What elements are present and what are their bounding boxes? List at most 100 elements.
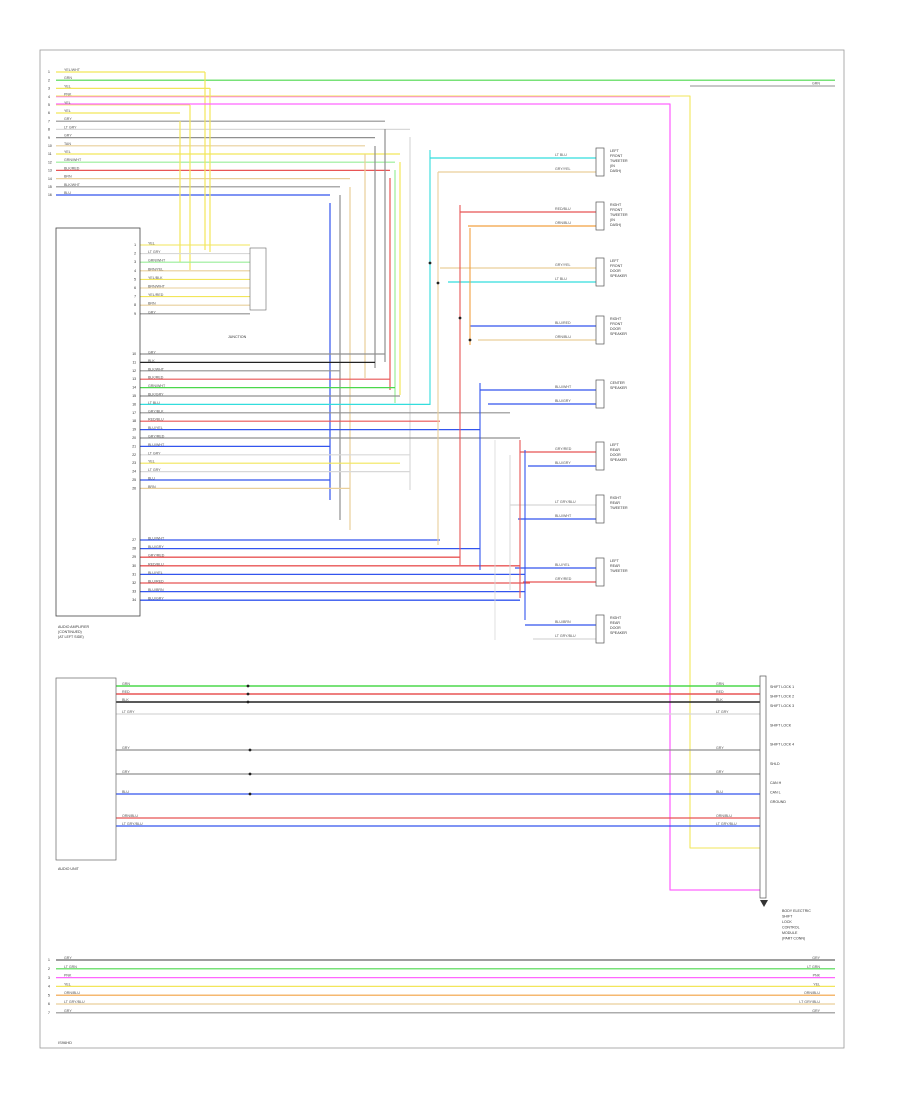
amp-pin-number: 30 — [132, 564, 136, 568]
speaker-connector — [595, 614, 605, 644]
bottom-bus-pin: 5 — [48, 993, 50, 997]
top-bus-pin: 12 — [48, 160, 52, 164]
lower-wire-label-right: RED — [716, 690, 724, 694]
speaker-label: SPEAKER — [610, 274, 627, 278]
bottom-bus-label-left: GRY — [64, 1009, 72, 1013]
splice-dot — [246, 692, 250, 696]
lower-wire-label-left: RED — [122, 690, 130, 694]
amp-wire-label: BLK/RED — [148, 376, 164, 380]
amp-wire-label: LT GRY — [148, 468, 161, 472]
top-bus-pin: 1 — [48, 70, 50, 74]
amp-wire-label: BLU/GRY — [148, 597, 164, 601]
top-bus-pin: 9 — [48, 136, 50, 140]
pink-wire — [56, 103, 760, 891]
bottom-bus-pin: 2 — [48, 967, 50, 971]
amp-wire-label: GRY — [148, 310, 156, 314]
speaker-wire-label: ORN/BLU — [555, 221, 571, 225]
speaker-label: RIGHT — [610, 616, 622, 620]
amp-wire-label: YEL — [148, 242, 155, 246]
amp-wire-label: BLU/BRN — [148, 588, 164, 592]
speaker-wire-label: BLU/RED — [555, 321, 571, 325]
speaker-wire-label: BLU/BRN — [555, 620, 571, 624]
top-bus-wire-label: GRY — [64, 134, 72, 138]
amp-pin-number: 14 — [132, 386, 136, 390]
outer-border — [39, 49, 845, 1049]
amp-pin-number: 11 — [132, 360, 136, 364]
amp-pin-number: 27 — [132, 538, 136, 542]
amp-wire-label: BLU/WHT — [148, 537, 165, 541]
top-bus-pin: 4 — [48, 95, 50, 99]
speaker-label: REAR — [610, 621, 620, 625]
amp-wire-label: YEL/BLK — [148, 276, 163, 280]
speaker-wire-label: ORN/BLU — [555, 335, 571, 339]
amp-pin-number: 31 — [132, 572, 136, 576]
amp-pin-number: 5 — [134, 277, 136, 281]
amp-pin-number: 33 — [132, 590, 136, 594]
junction-connector — [249, 247, 267, 311]
speaker-label: REAR — [610, 564, 620, 568]
amp-wire-label: BRN — [148, 302, 156, 306]
bottom-bus-label-right: ORN/BLU — [804, 991, 820, 995]
speaker-connector — [595, 315, 605, 345]
speaker-label: RIGHT — [610, 317, 622, 321]
amp-pin-number: 25 — [132, 478, 136, 482]
amp-wire-label: LT GRY — [148, 451, 161, 455]
bottom-bus-pin: 1 — [48, 958, 50, 962]
splice-dot — [468, 338, 472, 342]
amp-pin-number: 26 — [132, 486, 136, 490]
amp-pin-number: 19 — [132, 428, 136, 432]
top-bus-pin: 10 — [48, 144, 52, 148]
bottom-bus-label-right: YEL — [813, 982, 820, 986]
bottom-bus-label-right: GRY — [812, 956, 820, 960]
bottom-bus-label-right: LT GRY/BLU — [799, 1000, 820, 1004]
amp-wire-label: RED/BLU — [148, 562, 164, 566]
right-module-caption: MODULE — [782, 931, 798, 935]
top-bus-wire-label: PNK — [64, 93, 72, 97]
wires-layer — [56, 71, 835, 1014]
amp-wire-label: RED/BLU — [148, 418, 164, 422]
speaker-label: REAR — [610, 501, 620, 505]
bottom-bus-pin: 7 — [48, 1011, 50, 1015]
amp-wire-label: YEL/RED — [148, 293, 164, 297]
amp-pin-number: 3 — [134, 260, 136, 264]
speaker-connector — [595, 441, 605, 471]
bottom-bus-label-left: ORN/BLU — [64, 991, 80, 995]
speaker-wire-label: RED/BLU — [555, 207, 571, 211]
amp-wire-label: BLU/RED — [148, 580, 164, 584]
amp-wire-label: LT BLU — [148, 401, 160, 405]
amp-wire-label: BRN/YEL — [148, 267, 163, 271]
speaker-label: TWEETER — [610, 506, 628, 510]
speaker-label: FRONT — [610, 264, 623, 268]
bottom-bus-pin: 6 — [48, 1002, 50, 1006]
ground-symbol — [760, 900, 768, 907]
amp-pin-number: 23 — [132, 461, 136, 465]
amp-wire-label: BRN — [148, 485, 156, 489]
amp-pin-number: 34 — [132, 598, 136, 602]
right-module-caption: CONTROL — [782, 926, 800, 930]
lower-wire-label-right: GRN — [716, 682, 724, 686]
splice-dot — [248, 792, 252, 796]
amp-pin-number: 1 — [134, 243, 136, 247]
amp-wire-label: BLK/WHT — [148, 367, 165, 371]
bottom-bus-label-left: LT GRN — [64, 965, 77, 969]
audio-unit-label: AUDIO UNIT — [58, 867, 80, 871]
splice-dot — [248, 748, 252, 752]
bottom-bus-pin: 3 — [48, 976, 50, 980]
speaker-wire-label: BLU/WHT — [555, 514, 572, 518]
top-bus-wire-label: YEL — [64, 84, 71, 88]
amp-wire-label: BRN/WHT — [148, 285, 166, 289]
splice-dot — [428, 261, 432, 265]
top-bus-pin: 2 — [48, 78, 50, 82]
amp-pin-number: 29 — [132, 555, 136, 559]
amp-wire-label: BLK/GRY — [148, 393, 164, 397]
lower-wire-label-right: LT GRY — [716, 710, 729, 714]
top-bus-pin: 14 — [48, 177, 52, 181]
speaker-wire-label: LT GRY/BLU — [555, 500, 576, 504]
lower-wire-label-left: LT GRY — [122, 710, 135, 714]
bottom-bus-label-left: PNK — [64, 974, 72, 978]
speaker-label: TWEETER — [610, 213, 628, 217]
amp-wire-label: YEL — [148, 460, 155, 464]
amp-wire-label: GRY/RED — [148, 435, 165, 439]
speaker-label: SPEAKER — [610, 631, 627, 635]
